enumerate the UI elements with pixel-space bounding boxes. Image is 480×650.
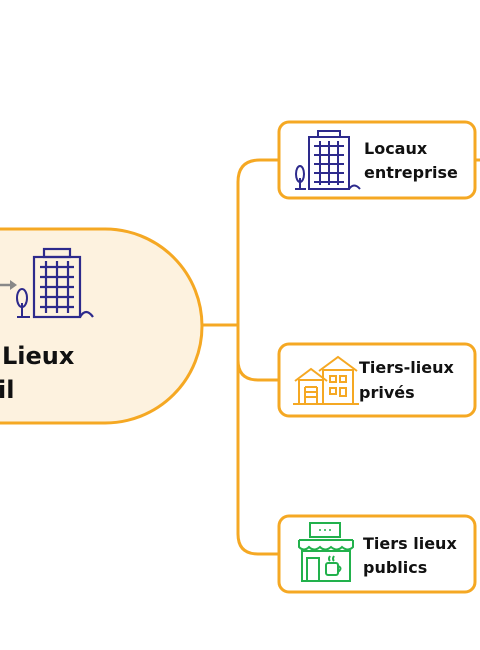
tree-icon	[16, 288, 30, 318]
office-building-icon	[295, 130, 361, 190]
branch-label-line2: entreprise	[364, 163, 458, 182]
building-icon	[32, 247, 94, 319]
branch-label-line1: Locaux	[364, 139, 428, 158]
shop-icon	[298, 522, 354, 582]
connector-lines	[198, 158, 480, 556]
houses-icon	[293, 355, 359, 405]
branch-node-tiers-lieux-prives[interactable]	[277, 342, 477, 418]
central-node-title-line1: Lieux	[2, 342, 75, 370]
office-building-icon	[0, 247, 94, 319]
branch-label-line1: Tiers-lieux	[359, 358, 454, 377]
connector-branch-top	[236, 158, 281, 327]
connector-branch-middle	[236, 323, 281, 382]
branch-node-tiers-lieux-publics[interactable]	[277, 514, 477, 594]
branch-label-line2: privés	[359, 383, 415, 402]
arrow-icon	[0, 280, 17, 290]
connector-branch-bottom	[236, 323, 281, 556]
branch-label-line1: Tiers lieux	[363, 534, 457, 553]
central-node-title-line2: il	[0, 376, 15, 404]
central-node[interactable]	[0, 227, 204, 425]
branch-label-line2: publics	[363, 558, 428, 577]
